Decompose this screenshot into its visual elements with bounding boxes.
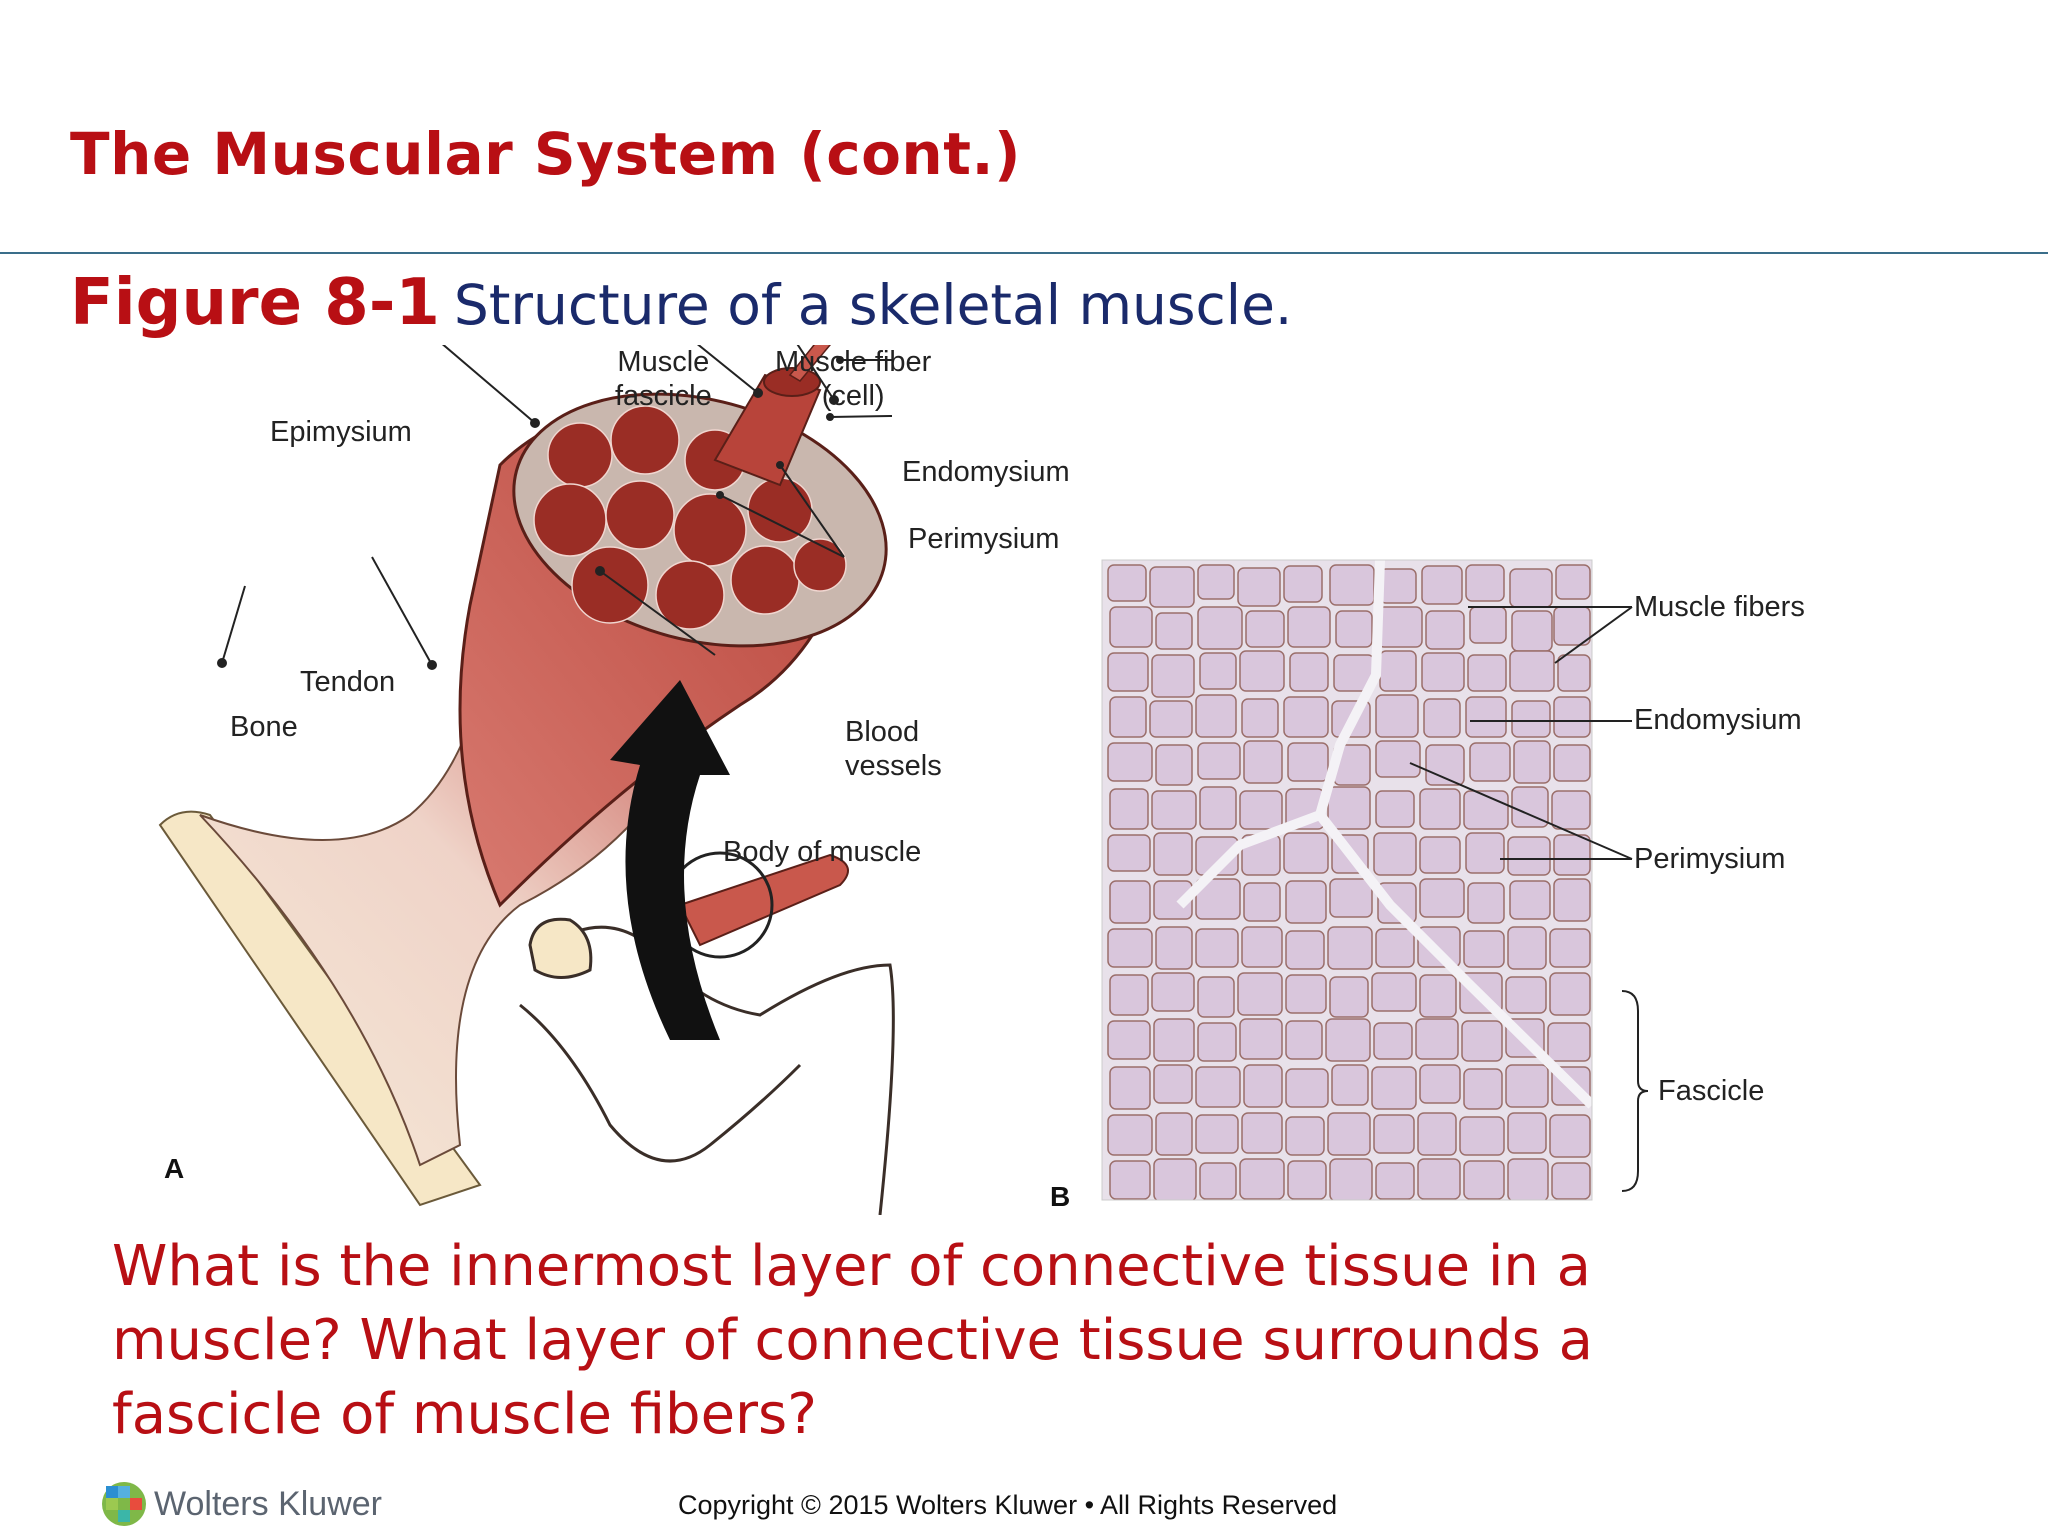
figure-number: Figure 8-1: [70, 266, 440, 340]
label-endomysium-b: Endomysium: [1634, 704, 1802, 736]
label-tendon: Tendon: [300, 666, 396, 698]
label-fascicle: Fascicle: [1658, 1075, 1765, 1107]
question-text: What is the innermost layer of connectiv…: [112, 1234, 1593, 1447]
title-divider: [0, 252, 2048, 254]
label-muscle-fibers-b: Muscle fibers: [1634, 591, 1805, 623]
panel-a-letter: A: [164, 1153, 185, 1184]
panel-a-drawing: [158, 323, 895, 1216]
panel-b-letter: B: [1050, 1181, 1071, 1212]
panel-a-leaders: [217, 329, 893, 670]
wolters-kluwer-logo-icon: [102, 1482, 146, 1526]
label-muscle-fiber: Muscle fiber(cell): [775, 346, 932, 412]
figure-illustration: [158, 323, 1649, 1216]
slide-title: The Muscular System (cont.): [70, 120, 1021, 188]
label-perimysium-a: Perimysium: [908, 523, 1060, 555]
fascicle-cross-sections: [533, 405, 847, 630]
publisher-name: Wolters Kluwer: [154, 1484, 382, 1523]
figure-caption: Structure of a skeletal muscle.: [453, 273, 1293, 337]
publisher-logo: Wolters Kluwer: [100, 1480, 382, 1528]
label-perimysium-b: Perimysium: [1634, 843, 1786, 875]
arm-sketch: [519, 917, 895, 1216]
label-epimysium: Epimysium: [270, 416, 412, 448]
panel-b-leaders: [1409, 606, 1649, 1192]
label-body-of-muscle: Body of muscle: [723, 836, 922, 868]
arm-muscle: [678, 853, 849, 947]
curved-arrow: [610, 680, 730, 1040]
perimysium-septa: [1176, 560, 1592, 1109]
label-endomysium-a: Endomysium: [902, 456, 1070, 488]
panel-b-micrograph: [1102, 560, 1592, 1200]
copyright-text: Copyright © 2015 Wolters Kluwer • All Ri…: [678, 1490, 1338, 1520]
label-bone: Bone: [230, 711, 298, 743]
